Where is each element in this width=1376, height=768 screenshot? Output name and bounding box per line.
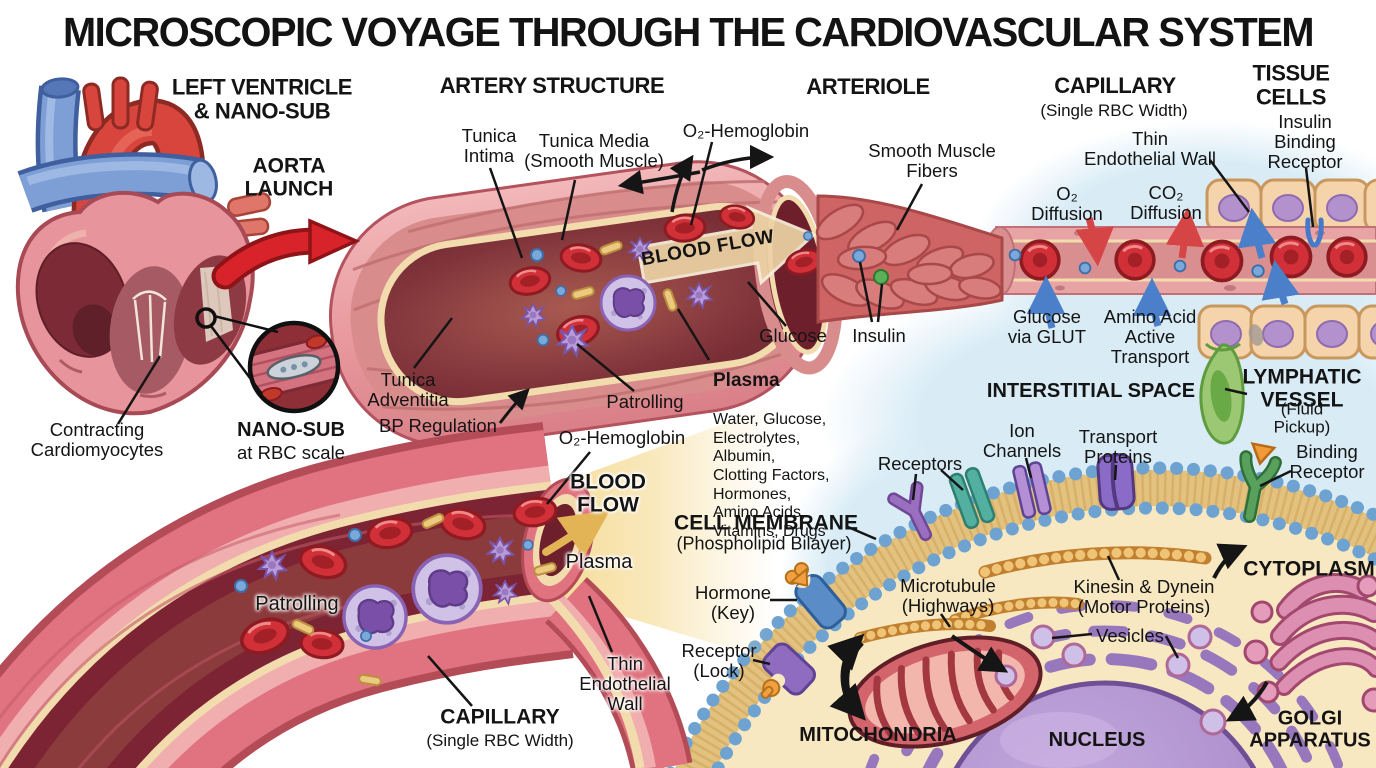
aorta-launch-arrow	[211, 218, 361, 290]
chordae-tendineae	[132, 290, 167, 363]
arteriole-illustration	[815, 194, 1004, 324]
annotation-arrows	[498, 144, 1269, 722]
leader-lines	[116, 141, 1315, 707]
nucleus	[930, 680, 1280, 768]
heart-body	[15, 190, 255, 416]
phospholipid-outer-beads	[666, 461, 1376, 768]
neutrophil	[342, 584, 408, 650]
heart-illustration	[15, 76, 272, 416]
endoplasmic-reticulum	[850, 600, 1360, 768]
monocyte	[411, 553, 483, 625]
insulin-dot-blue	[852, 249, 866, 263]
insulin-binding-receptor-icon	[1305, 217, 1324, 248]
cell-membrane-band	[675, 470, 1376, 768]
diffusion-arrows	[1026, 207, 1300, 329]
key-molecule	[760, 679, 781, 699]
tissue-cells-lower-row	[1197, 304, 1376, 360]
golgi-apparatus	[1243, 573, 1376, 713]
hormone-molecule	[784, 562, 809, 587]
nano-sub-magnifier-inset	[195, 307, 341, 414]
pulmonary-artery	[17, 152, 218, 213]
surface-receptor	[887, 481, 933, 542]
white-blood-cell	[599, 274, 657, 332]
magnifier-source-circle	[195, 307, 217, 329]
hormone-receptor-key	[784, 562, 847, 630]
cytoplasm-contents	[847, 546, 1376, 768]
lymphatic-vessel	[1199, 342, 1245, 445]
plasma-flow-arrow	[542, 510, 610, 558]
binding-receptor	[1239, 442, 1282, 523]
insulin-dot-green	[873, 269, 889, 285]
ligand-molecule	[1250, 442, 1277, 466]
mitochondria	[847, 635, 1043, 749]
transport-protein	[1096, 453, 1136, 511]
ion-channel-teal	[948, 466, 996, 530]
microtubule-highways	[854, 546, 1212, 644]
capillary-far-wall	[541, 577, 693, 768]
ion-channel	[1012, 461, 1052, 519]
capillary-bottom-illustration	[0, 421, 693, 768]
